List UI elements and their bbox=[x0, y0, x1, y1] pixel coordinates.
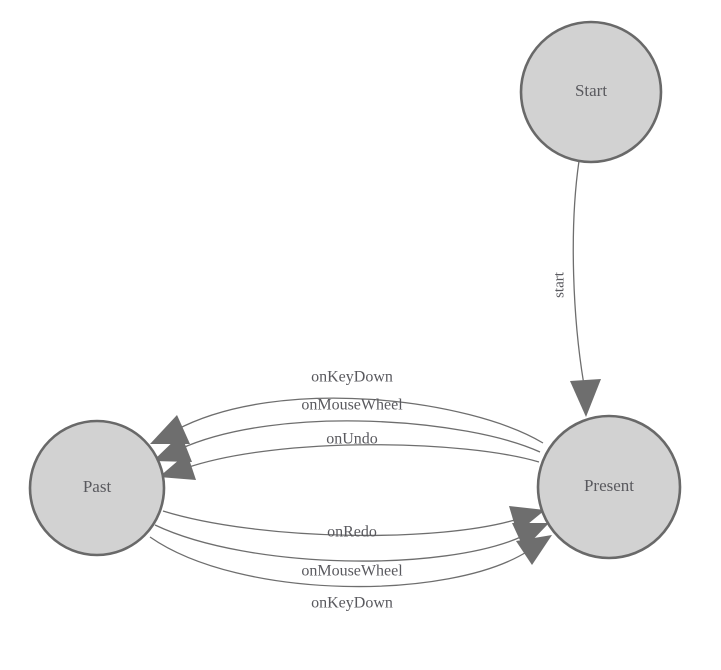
edge-label-present-to-past-onkeydown: onKeyDown bbox=[311, 369, 393, 386]
edge-start-to-present[interactable]: start bbox=[551, 160, 601, 417]
edge-label-past-to-present-onkeydown: onKeyDown bbox=[311, 595, 393, 612]
edge-present-to-past-onmousewheel-arrowhead bbox=[153, 434, 192, 462]
node-present[interactable]: Present bbox=[536, 414, 682, 560]
edge-start-to-present-arrowhead bbox=[570, 379, 601, 417]
edge-present-to-past-onmousewheel-path bbox=[179, 420, 541, 453]
node-past[interactable]: Past bbox=[28, 419, 166, 557]
node-past-circle bbox=[28, 419, 166, 557]
edge-label-present-to-past-onmousewheel: onMouseWheel bbox=[301, 397, 403, 414]
node-start[interactable]: Start bbox=[519, 20, 663, 164]
edge-past-to-present-onkeydown[interactable]: onKeyDown bbox=[149, 535, 552, 612]
edge-past-to-present-onmousewheel-path bbox=[154, 524, 524, 562]
edge-present-to-past-onmousewheel[interactable]: onMouseWheel bbox=[153, 397, 541, 462]
edge-label-present-to-past-onundo: onUndo bbox=[326, 431, 378, 448]
node-start-label: Start bbox=[575, 81, 607, 100]
node-past-label: Past bbox=[83, 477, 112, 496]
edge-label-past-to-present-onmousewheel: onMouseWheel bbox=[301, 563, 403, 580]
node-start-circle bbox=[519, 20, 663, 164]
edge-present-to-past-onundo-path bbox=[185, 444, 540, 469]
edge-past-to-present-onkeydown-arrowhead bbox=[516, 535, 552, 565]
node-present-label: Present bbox=[584, 476, 634, 495]
edge-present-to-past-onkeydown-path bbox=[175, 397, 544, 444]
edge-past-to-present-onredo-path bbox=[162, 510, 519, 537]
edge-start-to-present-path bbox=[572, 160, 585, 386]
edge-present-to-past-onundo-arrowhead bbox=[159, 453, 196, 480]
edge-label-past-to-present-onredo: onRedo bbox=[327, 524, 377, 541]
edge-present-to-past-onundo[interactable]: onUndo bbox=[159, 431, 540, 480]
node-present-circle bbox=[536, 414, 682, 560]
edge-past-to-present-onredo[interactable]: onRedo bbox=[162, 506, 545, 541]
edge-past-to-present-onkeydown-path bbox=[149, 536, 529, 588]
edge-present-to-past-onkeydown-arrowhead bbox=[150, 415, 190, 444]
edge-label-start: start bbox=[551, 271, 567, 298]
